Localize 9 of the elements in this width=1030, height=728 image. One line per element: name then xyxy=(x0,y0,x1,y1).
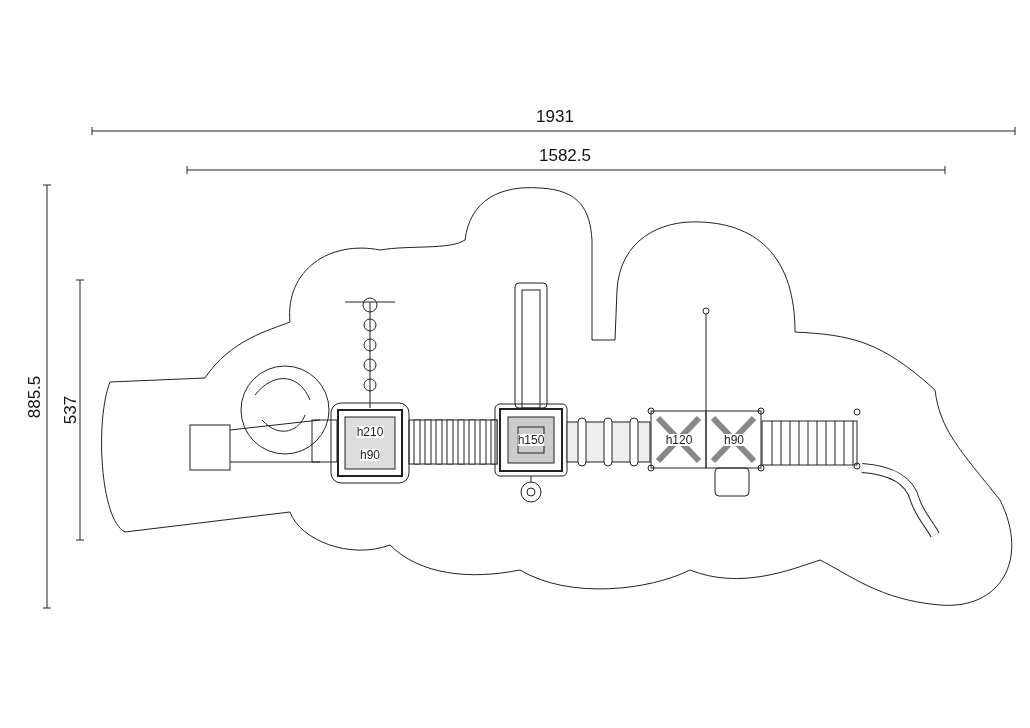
platform-height: h90 xyxy=(360,449,380,461)
platform-height: h90 xyxy=(724,434,744,446)
platform-height: h120 xyxy=(665,434,693,446)
dimension-value: 885.5 xyxy=(25,375,43,419)
dimension-value: 537 xyxy=(61,395,79,425)
dimension-value: 1931 xyxy=(536,108,574,125)
platform-height: h210 xyxy=(356,426,384,438)
platform-height: h150 xyxy=(517,434,545,446)
dimension-value: 1582.5 xyxy=(539,147,591,164)
